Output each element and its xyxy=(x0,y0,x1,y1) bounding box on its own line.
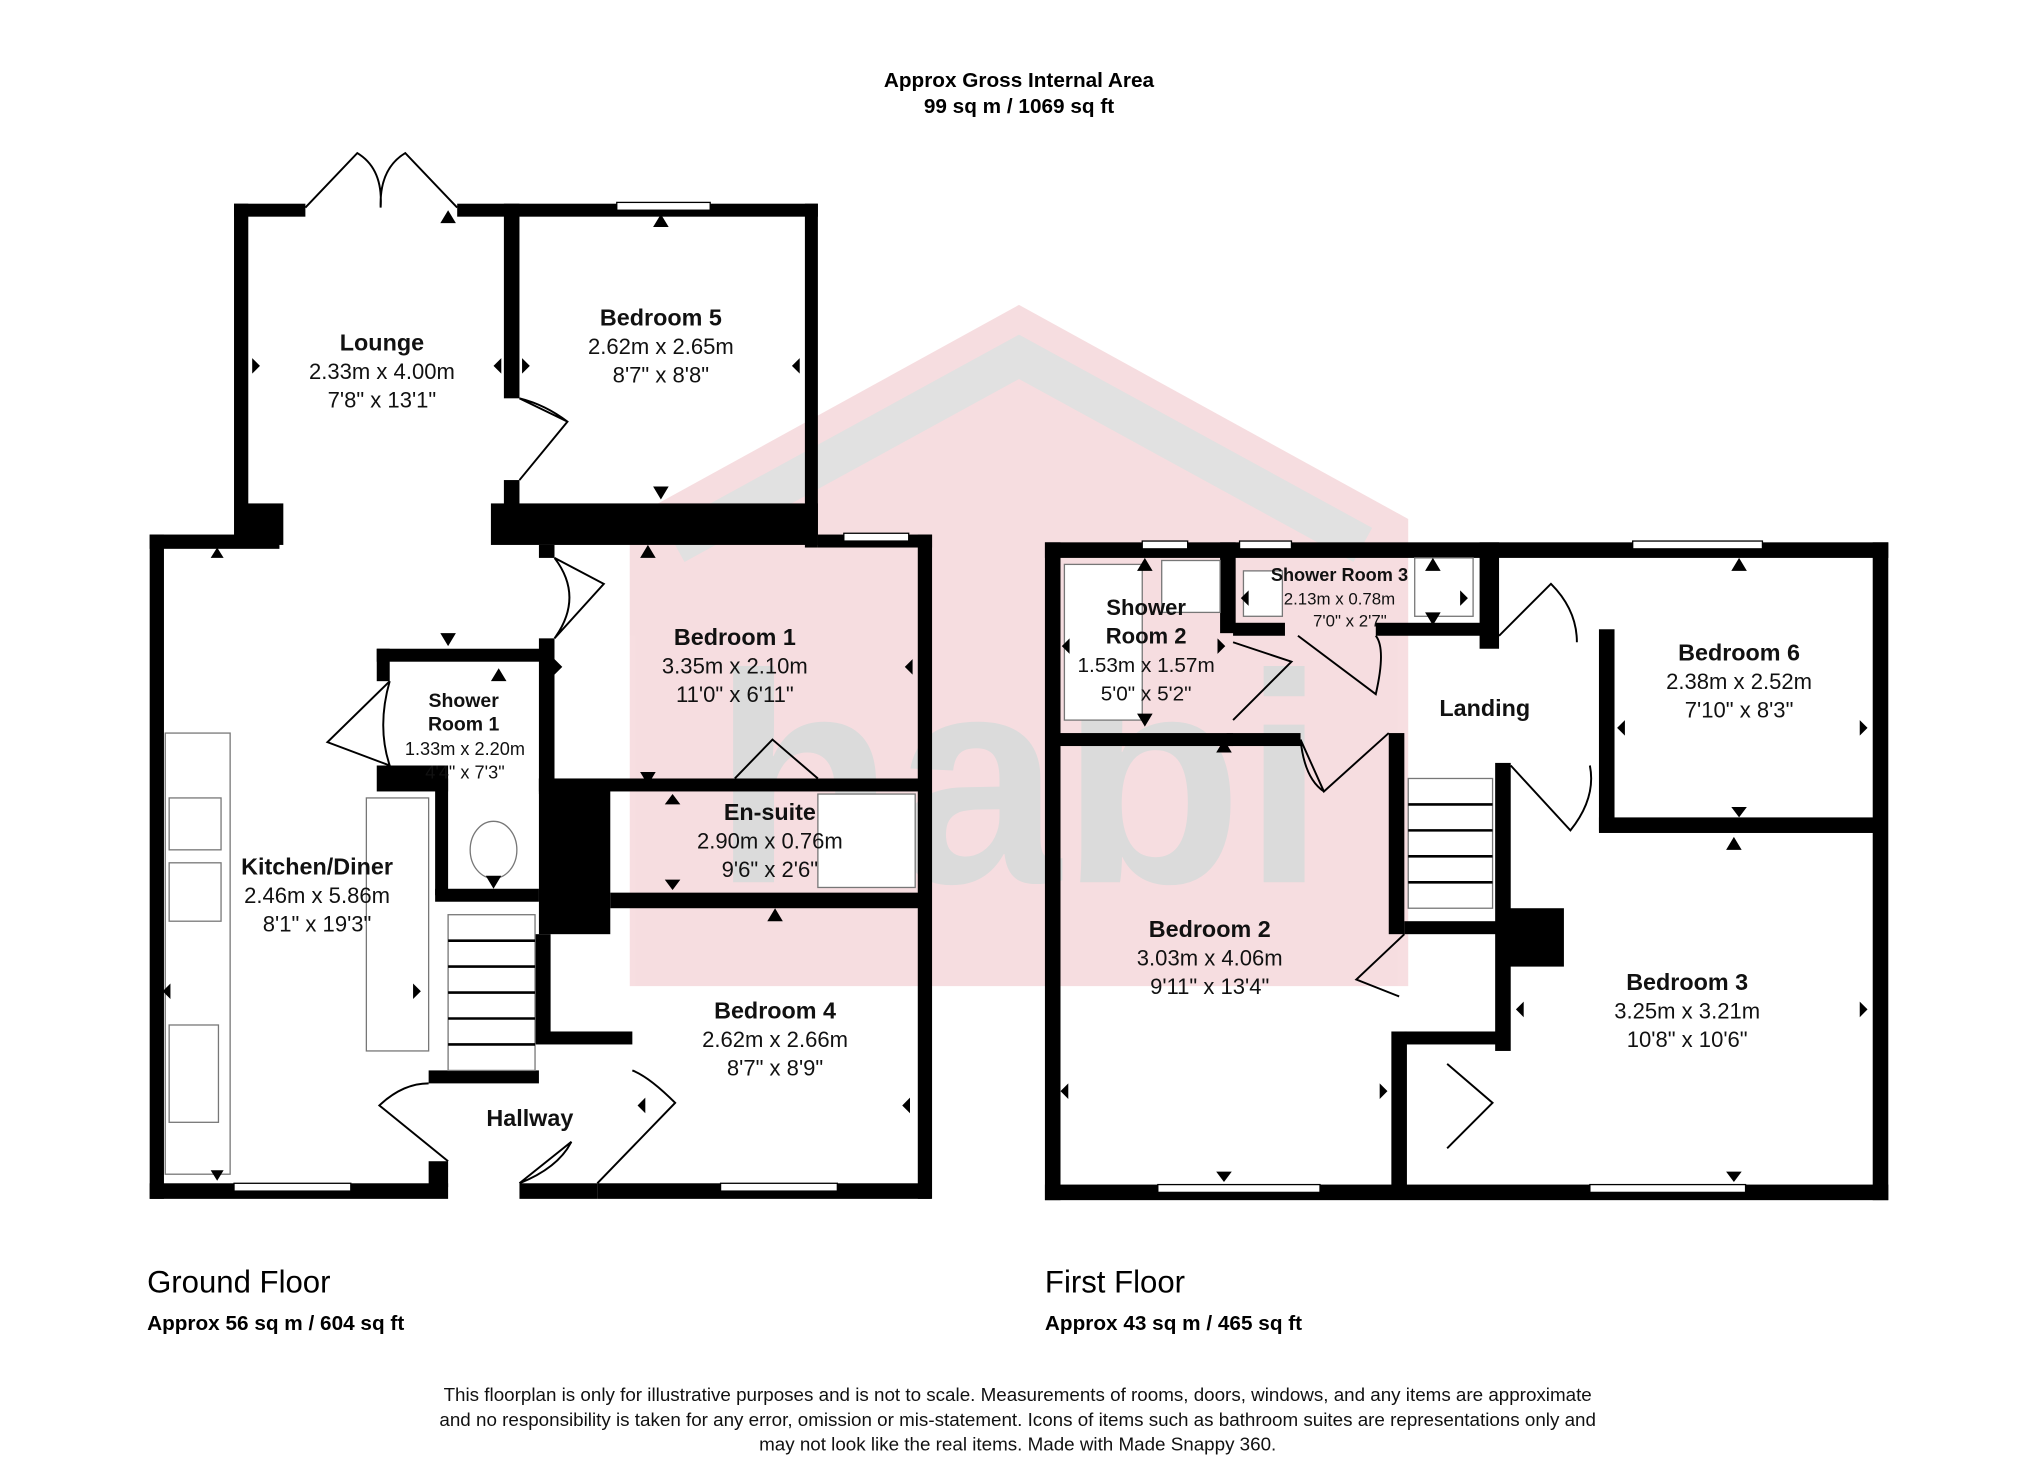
svg-text:8'1" x 19'3": 8'1" x 19'3" xyxy=(263,912,372,937)
room-bedroom-1: Bedroom 1 3.35m x 2.10m 11'0" x 6'11" xyxy=(662,624,808,707)
gross-area-value: 99 sq m / 1069 sq ft xyxy=(924,95,1114,118)
svg-text:Bedroom 1: Bedroom 1 xyxy=(674,624,796,650)
room-shower-room-1: Shower Room 1 1.33m x 2.20m 4'4" x 7'3" xyxy=(405,690,525,782)
svg-text:3.25m x 3.21m: 3.25m x 3.21m xyxy=(1614,999,1760,1024)
ground-floor-title: Ground Floor xyxy=(147,1264,330,1299)
svg-text:Bedroom 2: Bedroom 2 xyxy=(1149,916,1271,942)
svg-text:2.13m x 0.78m: 2.13m x 0.78m xyxy=(1284,590,1396,609)
svg-text:Bedroom 5: Bedroom 5 xyxy=(600,305,722,331)
svg-text:3.35m x 2.10m: 3.35m x 2.10m xyxy=(662,653,808,678)
svg-text:1.53m x 1.57m: 1.53m x 1.57m xyxy=(1078,654,1215,677)
svg-text:Lounge: Lounge xyxy=(340,329,424,355)
room-landing: Landing xyxy=(1439,695,1530,721)
svg-text:2.90m x 0.76m: 2.90m x 0.76m xyxy=(697,829,843,854)
svg-text:4'4" x 7'3": 4'4" x 7'3" xyxy=(425,762,504,782)
first-floor-title: First Floor xyxy=(1045,1264,1185,1299)
svg-text:8'7" x 8'9": 8'7" x 8'9" xyxy=(727,1056,823,1081)
svg-text:Shower: Shower xyxy=(429,690,500,712)
svg-text:5'0" x 5'2": 5'0" x 5'2" xyxy=(1101,683,1192,706)
svg-text:Shower: Shower xyxy=(1106,595,1186,620)
room-shower-room-3: Shower Room 3 2.13m x 0.78m 7'0" x 2'7" xyxy=(1271,565,1408,630)
room-en-suite: En-suite 2.90m x 0.76m 9'6" x 2'6" xyxy=(697,799,843,882)
disclaimer-line-3: may not look like the real items. Made w… xyxy=(759,1434,1276,1455)
svg-text:2.38m x 2.52m: 2.38m x 2.52m xyxy=(1666,669,1812,694)
disclaimer-line-2: and no responsibility is taken for any e… xyxy=(439,1409,1596,1430)
first-floor-windows-doors xyxy=(1063,540,1764,1194)
room-bedroom-3: Bedroom 3 3.25m x 3.21m 10'8" x 10'6" xyxy=(1614,969,1760,1052)
svg-text:1.33m x 2.20m: 1.33m x 2.20m xyxy=(405,739,525,759)
room-lounge: Lounge 2.33m x 4.00m 7'8" x 13'1" xyxy=(309,329,455,412)
svg-text:7'0" x 2'7": 7'0" x 2'7" xyxy=(1313,612,1387,631)
room-bedroom-4: Bedroom 4 2.62m x 2.66m 8'7" x 8'9" xyxy=(702,998,848,1081)
svg-text:Bedroom 3: Bedroom 3 xyxy=(1626,969,1748,995)
room-bedroom-2: Bedroom 2 3.03m x 4.06m 9'11" x 13'4" xyxy=(1137,916,1283,999)
first-floor-area: Approx 43 sq m / 465 sq ft xyxy=(1045,1312,1302,1335)
room-kitchen-diner: Kitchen/Diner 2.46m x 5.86m 8'1" x 19'3" xyxy=(241,853,393,936)
room-bedroom-5: Bedroom 5 2.62m x 2.65m 8'7" x 8'8" xyxy=(588,305,734,388)
svg-text:9'11" x 13'4": 9'11" x 13'4" xyxy=(1150,974,1269,999)
room-hallway: Hallway xyxy=(486,1105,573,1131)
svg-text:Room 2: Room 2 xyxy=(1106,624,1187,649)
svg-text:Bedroom 4: Bedroom 4 xyxy=(714,998,836,1024)
ground-floor-windows-doors xyxy=(164,151,916,1192)
svg-text:2.62m x 2.65m: 2.62m x 2.65m xyxy=(588,334,734,359)
svg-text:9'6" x 2'6": 9'6" x 2'6" xyxy=(722,857,818,882)
svg-text:Room 1: Room 1 xyxy=(428,713,500,735)
room-bedroom-6: Bedroom 6 2.38m x 2.52m 7'10" x 8'3" xyxy=(1666,639,1812,722)
gross-area-title: Approx Gross Internal Area xyxy=(884,69,1155,92)
room-shower-room-2: Shower Room 2 1.53m x 1.57m 5'0" x 5'2" xyxy=(1078,595,1215,706)
svg-text:3.03m x 4.06m: 3.03m x 4.06m xyxy=(1137,945,1283,970)
svg-text:7'8" x 13'1": 7'8" x 13'1" xyxy=(328,387,437,412)
svg-text:Bedroom 6: Bedroom 6 xyxy=(1678,639,1800,665)
svg-text:Shower Room 3: Shower Room 3 xyxy=(1271,565,1408,585)
svg-text:En-suite: En-suite xyxy=(724,799,816,825)
svg-text:8'7" x 8'8": 8'7" x 8'8" xyxy=(613,363,709,388)
svg-text:2.33m x 4.00m: 2.33m x 4.00m xyxy=(309,359,455,384)
svg-text:2.46m x 5.86m: 2.46m x 5.86m xyxy=(244,883,390,908)
disclaimer-line-1: This floorplan is only for illustrative … xyxy=(444,1384,1592,1405)
svg-text:11'0" x 6'11": 11'0" x 6'11" xyxy=(676,682,794,707)
svg-text:Kitchen/Diner: Kitchen/Diner xyxy=(241,853,393,879)
svg-text:7'10" x 8'3": 7'10" x 8'3" xyxy=(1685,697,1794,722)
svg-text:2.62m x 2.66m: 2.62m x 2.66m xyxy=(702,1027,848,1052)
svg-text:10'8" x 10'6": 10'8" x 10'6" xyxy=(1627,1027,1748,1052)
ground-floor-area: Approx 56 sq m / 604 sq ft xyxy=(147,1312,404,1335)
